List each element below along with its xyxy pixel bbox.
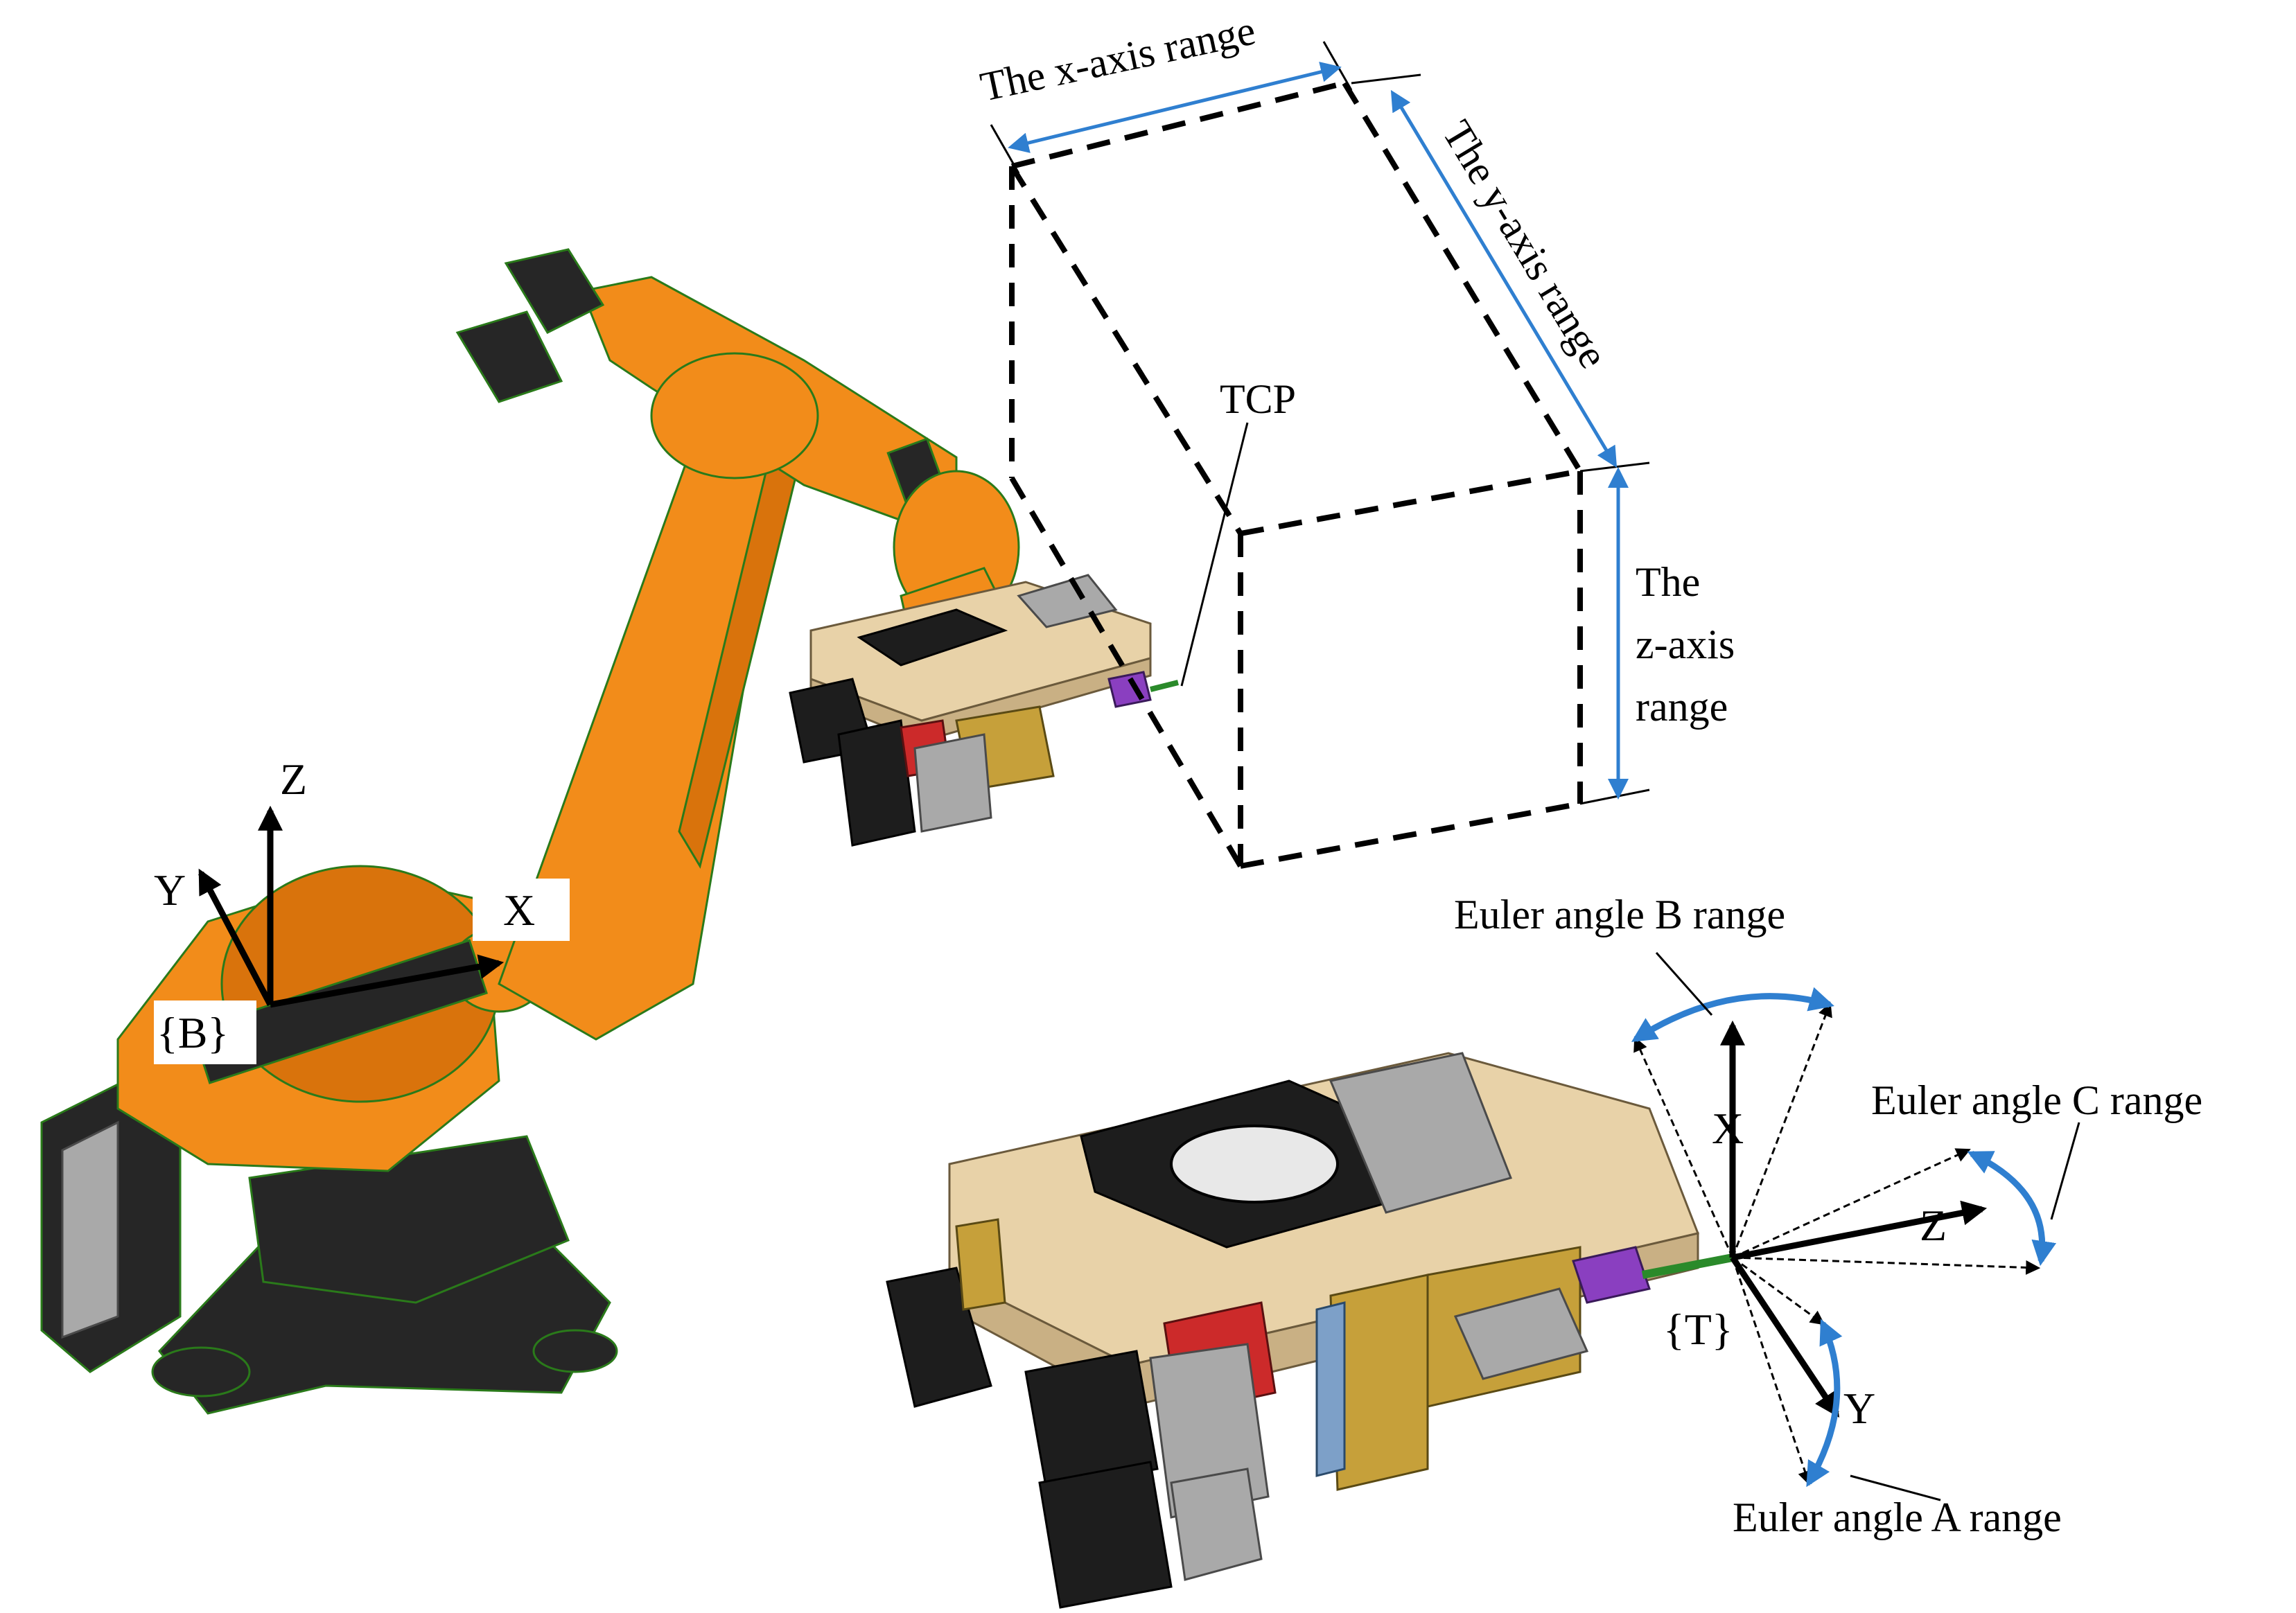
z-range-label-line3: range bbox=[1636, 684, 1728, 730]
tool-x-label: X bbox=[1712, 1104, 1744, 1153]
end-effector-closeup bbox=[886, 1052, 1734, 1609]
euler-c-leader bbox=[2050, 1122, 2080, 1220]
side-bracket bbox=[955, 1218, 1006, 1311]
z-range-label-line2: z-axis bbox=[1636, 622, 1735, 667]
robot-end-effector bbox=[789, 574, 1179, 847]
base-frame: Z Y X {B} bbox=[154, 755, 570, 1064]
tool-y-axis-arrow bbox=[1730, 1255, 1839, 1418]
x-range-label: The x-axis range bbox=[976, 7, 1259, 109]
servo-motor-1 bbox=[1024, 1350, 1159, 1491]
y-range-ext-top bbox=[1351, 73, 1421, 85]
y-range-label: The y-axis range bbox=[1434, 113, 1617, 376]
robot-base bbox=[40, 1079, 618, 1415]
z-axis-range-limit-upper bbox=[1732, 1148, 1971, 1259]
x-axis-range-limit-right bbox=[1731, 1002, 1832, 1258]
z-axis-range-limit-lower bbox=[1732, 1256, 2041, 1275]
euler-b-label: Euler angle B range bbox=[1454, 892, 1785, 937]
robot-shoulder bbox=[116, 865, 549, 1172]
euler-c-range-arc bbox=[1967, 1150, 2057, 1267]
y-range-arrow bbox=[1390, 89, 1618, 468]
tool-tip bbox=[1641, 1253, 1734, 1279]
box-top-left-edge bbox=[1009, 164, 1243, 536]
motor-adapter-2 bbox=[1170, 1467, 1263, 1581]
euler-a-range-arc bbox=[1806, 1319, 1843, 1488]
base-y-axis-arrow bbox=[198, 868, 273, 1007]
x-range-ext-right bbox=[1322, 41, 1353, 91]
flange-opening bbox=[1170, 1125, 1339, 1204]
y-axis-range-limit-upper bbox=[1732, 1256, 1825, 1325]
euler-a-label: Euler angle A range bbox=[1733, 1495, 2062, 1540]
industrial-robot bbox=[40, 248, 1179, 1415]
tool-z-axis-arrow bbox=[1732, 1200, 1988, 1261]
euler-a-leader bbox=[1850, 1474, 1941, 1501]
linear-actuator bbox=[1453, 1287, 1589, 1380]
tcp-label: TCP bbox=[1220, 376, 1296, 422]
tool-frame-label: {T} bbox=[1663, 1305, 1733, 1354]
tcp-leader-line bbox=[1180, 422, 1249, 687]
base-x-label-box bbox=[473, 879, 570, 941]
mounting-bracket bbox=[1315, 1301, 1346, 1477]
robot-lower-arm bbox=[498, 414, 805, 1041]
tool-tip-holder bbox=[1572, 1246, 1651, 1304]
base-y-label: Y bbox=[154, 865, 186, 915]
y-axis-range-limit-lower bbox=[1731, 1257, 1812, 1486]
tool-z-label: Z bbox=[1920, 1201, 1947, 1250]
tool-y-label: Y bbox=[1843, 1384, 1875, 1433]
box-bottom-front-edge bbox=[1240, 801, 1581, 869]
tool-frame: Euler angle B range Euler angle C range … bbox=[1454, 892, 2202, 1540]
euler-b-leader bbox=[1655, 952, 1713, 1016]
base-frame-label-box bbox=[154, 1001, 256, 1064]
x-range-ext-left bbox=[990, 124, 1020, 174]
cover-plate bbox=[1329, 1052, 1512, 1214]
servo-motor-2 bbox=[1038, 1461, 1173, 1609]
euler-b-range-arc bbox=[1631, 987, 1834, 1042]
x-axis-range-limit-left bbox=[1633, 1037, 1734, 1258]
base-frame-label: {B} bbox=[157, 1008, 229, 1057]
z-range-ext-bottom bbox=[1579, 788, 1650, 805]
x-range-arrow bbox=[1008, 62, 1342, 153]
base-x-label: X bbox=[503, 885, 535, 935]
base-x-axis-arrow bbox=[270, 954, 505, 1008]
euler-c-label: Euler angle C range bbox=[1871, 1077, 2202, 1123]
box-top-back-edge bbox=[1011, 80, 1345, 169]
base-z-label: Z bbox=[280, 755, 307, 804]
z-range-label-line1: The bbox=[1636, 559, 1700, 605]
box-top-front-edge bbox=[1240, 468, 1581, 536]
